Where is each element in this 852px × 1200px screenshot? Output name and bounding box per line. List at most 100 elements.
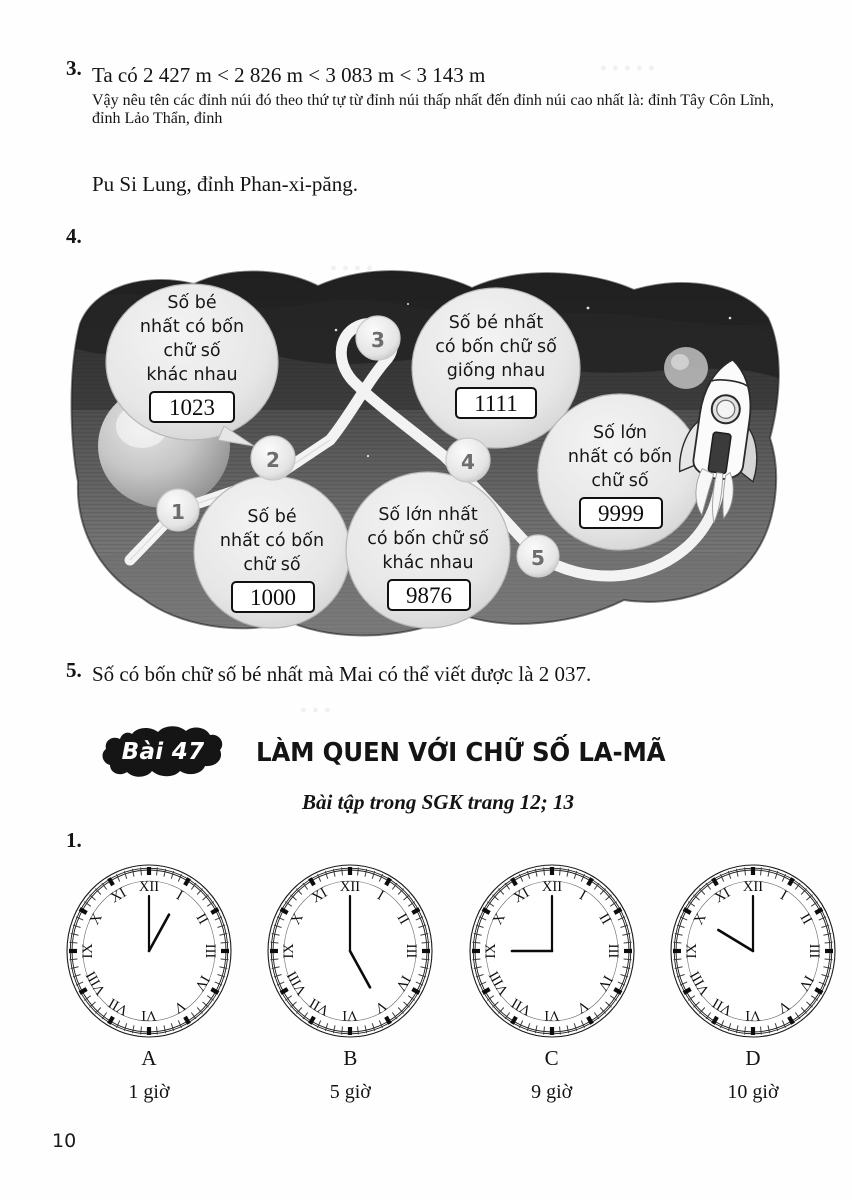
bubble-9876: Số lớn nhất có bốn chữ số khác nhau 9876	[345, 471, 511, 629]
exercise-5: 5. Số có bốn chữ số bé nhất mà Mai có th…	[66, 660, 796, 688]
exercise-4-number: 4.	[66, 224, 82, 248]
bubble-1023-line-3: chữ số	[163, 340, 220, 361]
path-node-1: 1	[156, 488, 200, 532]
bubble-9999-line-2: nhất có bốn	[568, 446, 672, 467]
exercise-3-line-3: Pu Si Lung, đỉnh Phan-xi-păng.	[92, 172, 358, 196]
clock-numeral: XII	[340, 879, 360, 895]
bubble-1023: Số bé nhất có bốn chữ số khác nhau 1023	[105, 283, 279, 447]
clock-numeral: III	[403, 944, 419, 959]
clock-numeral: VI	[745, 1007, 760, 1023]
lesson-badge: Bài 47	[100, 725, 226, 781]
bubble-1000: Số bé nhất có bốn chữ số 1000	[193, 475, 351, 629]
path-node-4: 4	[445, 437, 491, 483]
bubble-1111-line-1: Số bé nhất	[449, 312, 544, 333]
clock-hour-hand	[349, 949, 372, 989]
bubble-1023-line-4: khác nhau	[146, 365, 237, 385]
bubble-1000-line-2: nhất có bốn	[220, 530, 324, 551]
bubble-1111-answer: 1111	[474, 391, 517, 416]
bubble-9999: Số lớn nhất có bốn chữ số 9999	[537, 393, 703, 551]
bubble-1023-line-1: Số bé	[167, 292, 216, 313]
svg-text:3: 3	[371, 328, 385, 352]
bubble-1000-answer: 1000	[250, 585, 296, 610]
bubble-9876-line-2: có bốn chữ số	[367, 528, 489, 549]
bubble-1111-line-3: giống nhau	[447, 360, 545, 381]
clock-numeral: IX	[483, 943, 499, 959]
clock-numeral: XI	[511, 885, 532, 907]
lesson-badge-label: Bài 47	[121, 739, 205, 765]
bubble-1023-line-2: nhất có bốn	[140, 316, 244, 337]
clock-numeral: III	[806, 944, 822, 959]
bubble-1023-answer: 1023	[169, 395, 215, 420]
clock-hour-hand	[717, 928, 755, 953]
clock-numeral: XII	[743, 879, 763, 895]
space-path-figure: Số bé nhất có bốn chữ số khác nhau 1023 …	[68, 260, 784, 642]
bubble-1000-line-1: Số bé	[247, 506, 296, 527]
lesson-subtitle: Bài tập trong SGK trang 12; 13	[302, 790, 574, 814]
bubble-1111-line-2: có bốn chữ số	[435, 336, 557, 357]
clock-time-b: 5 giờ	[329, 1081, 371, 1103]
svg-text:2: 2	[266, 448, 280, 472]
bubble-1000-line-3: chữ số	[243, 554, 300, 575]
clock-numeral: XII	[139, 879, 159, 895]
clock-numeral: IX	[80, 943, 96, 959]
clock-hour-hand	[147, 913, 171, 953]
bubble-9999-line-3: chữ số	[591, 470, 648, 491]
clock-letter-b: B	[343, 1046, 358, 1070]
clock-numeral: VI	[544, 1007, 559, 1023]
clock-letter-d: D	[745, 1046, 761, 1070]
path-node-5: 5	[516, 534, 560, 578]
lesson-title: LÀM QUEN VỚI CHỮ SỐ LA-MÃ	[256, 738, 666, 768]
exercise-3-line-2: Vậy nêu tên các đỉnh núi đó theo thứ tự …	[92, 92, 775, 127]
clock-numeral: VI	[141, 1007, 156, 1023]
clock-time-a: 1 giờ	[128, 1081, 170, 1103]
exercise-5-text: Số có bốn chữ số bé nhất mà Mai có thể v…	[92, 662, 592, 686]
exercise-3-body: Ta có 2 427 m < 2 826 m < 3 083 m < 3 14…	[92, 58, 782, 92]
bubble-9999-answer: 9999	[598, 501, 644, 526]
bleed-through-artifact: • • •	[300, 700, 332, 722]
exercise-1-number: 1.	[66, 828, 82, 852]
exercise-4: 4.	[66, 226, 82, 247]
bubble-1111: Số bé nhất có bốn chữ số giống nhau 1111	[411, 287, 581, 449]
exercise-3: 3. Ta có 2 427 m < 2 826 m < 3 083 m < 3…	[66, 58, 796, 92]
svg-text:5: 5	[531, 546, 545, 570]
rocket-icon	[678, 358, 758, 525]
clock-time-c: 9 giờ	[531, 1081, 573, 1103]
svg-text:4: 4	[461, 450, 475, 474]
bubble-9876-line-1: Số lớn nhất	[378, 504, 478, 525]
clock-numeral: VI	[343, 1007, 358, 1023]
clock-numeral: XI	[108, 885, 129, 907]
exercise-3-line-1: Ta có 2 427 m < 2 826 m < 3 083 m < 3 14…	[92, 63, 486, 87]
clock-numeral: IX	[684, 943, 700, 959]
clock-numeral: XII	[542, 879, 562, 895]
clock-numeral: III	[202, 944, 218, 959]
path-node-3: 3	[355, 315, 401, 361]
exercise-5-number: 5.	[66, 658, 82, 682]
clock-time-d: 10 giờ	[727, 1081, 779, 1103]
page-number: 10	[52, 1130, 77, 1152]
svg-text:1: 1	[171, 500, 185, 524]
clock-letter-a: A	[141, 1046, 157, 1070]
clock-numeral: IX	[281, 943, 297, 959]
cloud-badge-shape	[102, 726, 223, 777]
clock-letter-c: C	[544, 1046, 559, 1070]
bubble-9876-answer: 9876	[406, 583, 452, 608]
bubble-9999-line-1: Số lớn	[593, 422, 647, 443]
bubble-9876-line-3: khác nhau	[382, 553, 473, 573]
clock-numeral: III	[605, 944, 621, 959]
clock-numeral: XI	[309, 885, 330, 907]
lesson-heading: Bài 47 LÀM QUEN VỚI CHỮ SỐ LA-MÃ	[100, 722, 800, 784]
